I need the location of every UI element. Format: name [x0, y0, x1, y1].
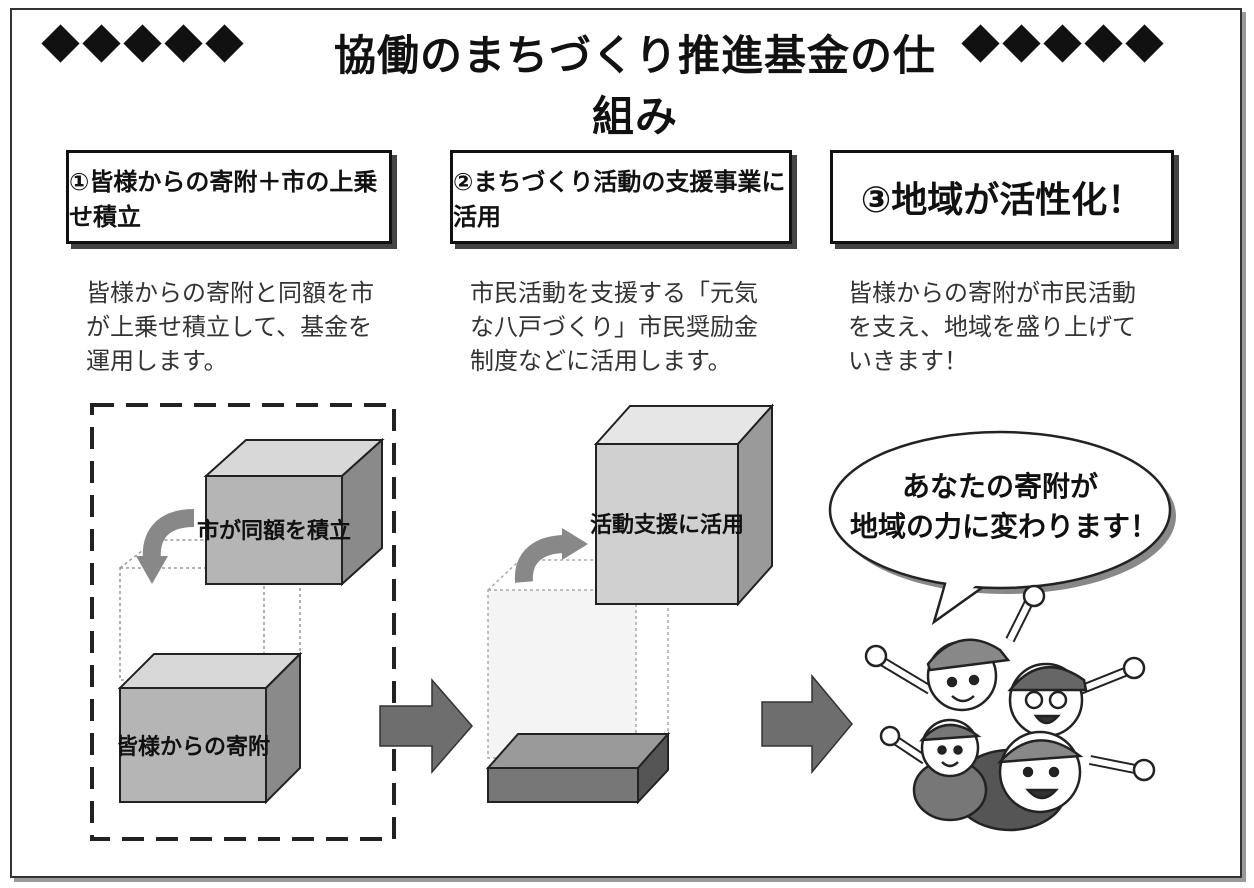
step3-heading: ③地域が活性化！: [830, 150, 1174, 244]
step1-description: 皆様からの寄附と同額を市 が上乗せ積立して、基金を 運用します。: [86, 279, 374, 375]
curved-arrow-up-icon: [514, 528, 588, 583]
city-box: 市が同額を積立: [197, 437, 385, 587]
step2-description: 市民活動を支援する「元気 な八戸づくり」市民奨励金 制度などに活用します。: [470, 279, 758, 375]
ghost-cube-middle: [487, 559, 670, 759]
cheering-people-illustration: [864, 584, 1156, 832]
speech-bubble: あなたの寄附が 地域の力に変わります！: [828, 430, 1176, 626]
base-slab: [485, 731, 671, 805]
donation-box-label: 皆様からの寄附: [116, 734, 270, 760]
step1-heading: ①皆様からの寄附＋市の上乗せ積立: [66, 150, 392, 244]
bubble-line-2: 地域の力に変わります！: [850, 510, 1158, 543]
support-box: 活動支援に活用: [590, 403, 775, 607]
fund-group-dashed-border: [90, 403, 396, 841]
step2-heading: ②まちづくり活動の支援事業に活用: [450, 150, 792, 244]
curved-arrow-down-icon: [136, 509, 195, 584]
donation-box: 皆様からの寄附: [116, 651, 303, 805]
support-box-label: 活動支援に活用: [590, 513, 744, 538]
page-title: 協働のまちづくり推進基金の仕組み: [333, 31, 936, 141]
title-row: 協働のまちづくり推進基金の仕組み: [0, 16, 1254, 141]
right-arrow-icon-2: [761, 673, 853, 775]
step3-description: 皆様からの寄附が市民活動 を支え、地域を盛り上げて いきます！: [848, 279, 1136, 375]
city-box-label: 市が同額を積立: [197, 518, 351, 544]
right-arrow-icon-1: [379, 677, 473, 775]
bubble-line-1: あなたの寄附が: [902, 470, 1098, 503]
